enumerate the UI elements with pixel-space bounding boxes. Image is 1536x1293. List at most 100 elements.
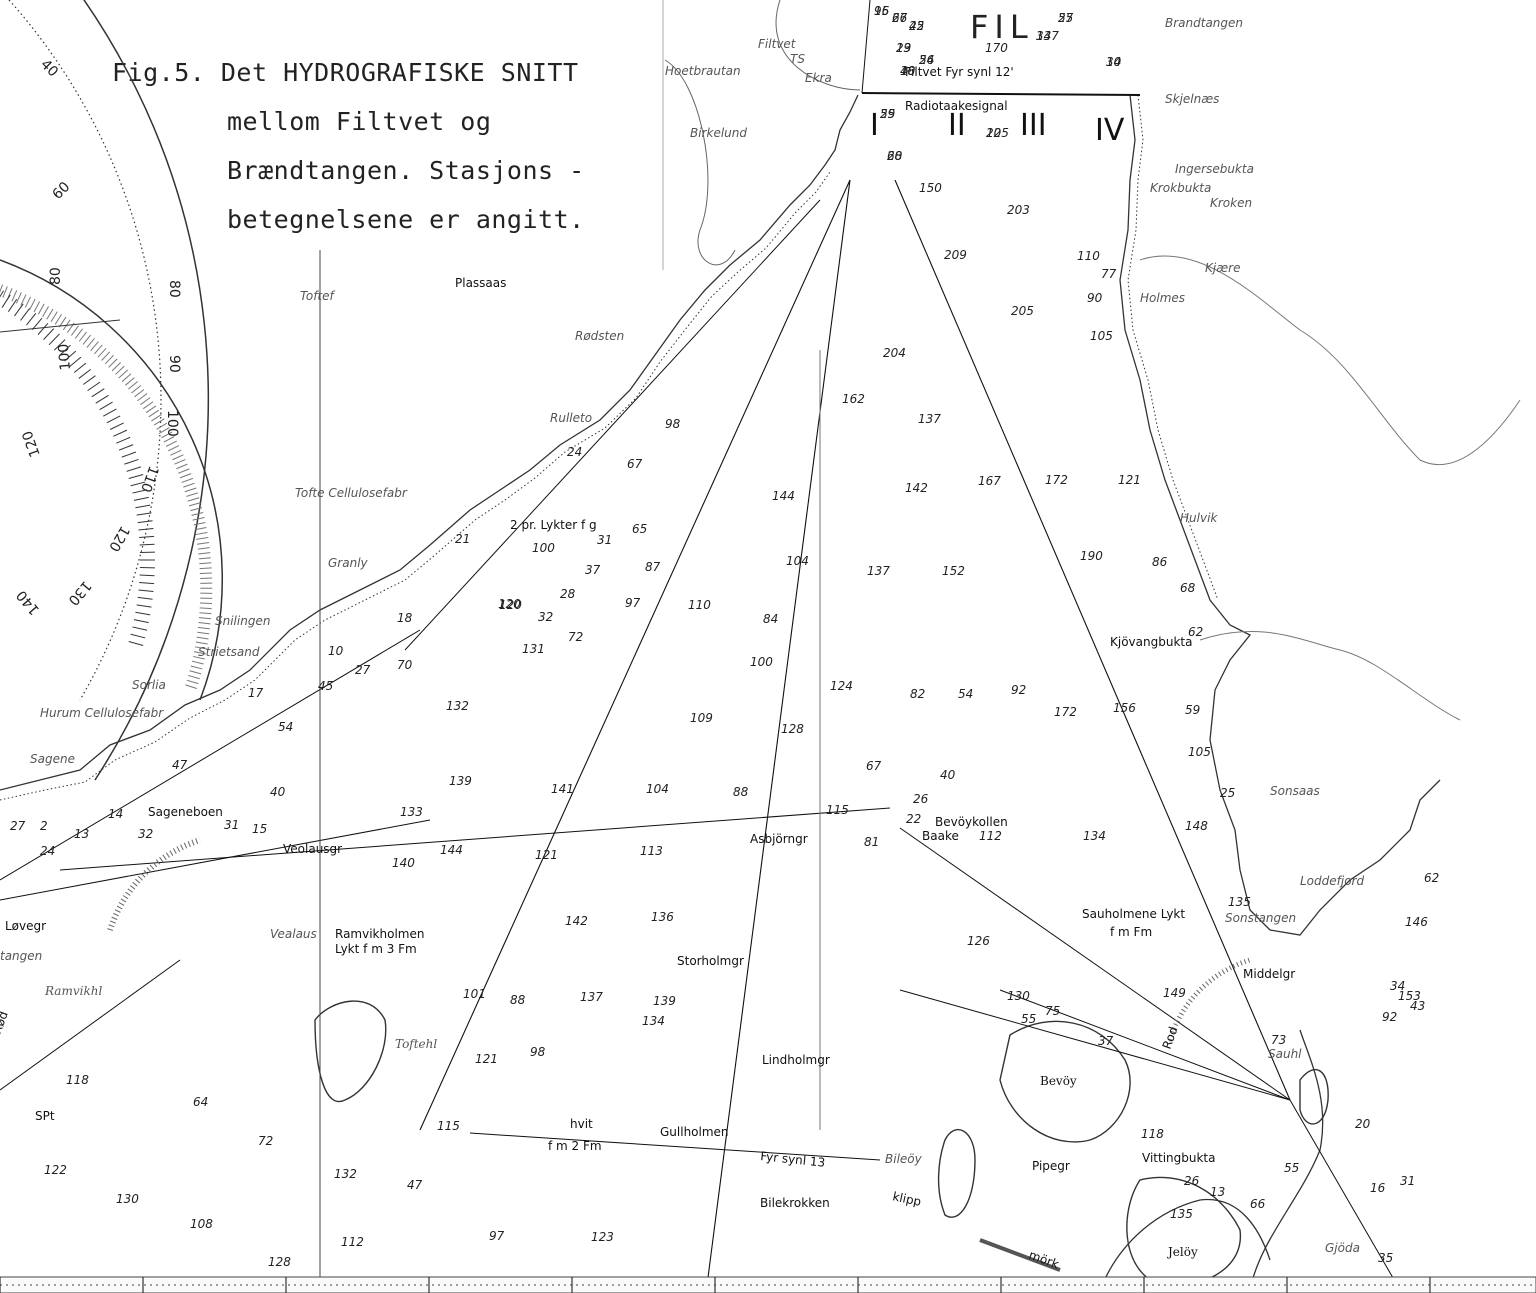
depth-sounding: 13 <box>1210 1185 1225 1199</box>
depth-sounding: 40 <box>900 64 916 78</box>
depth-sounding: 28 <box>560 587 576 601</box>
depth-sounding: 37 <box>585 563 601 577</box>
compass-inner-label: 110 <box>137 464 161 495</box>
depth-sounding: 105 <box>1090 329 1113 343</box>
depth-sounding: 113 <box>640 844 663 858</box>
place-ramvik-lykt: Lykt f m 3 Fm <box>335 942 417 956</box>
place-birkelund: Birkelund <box>690 126 747 140</box>
depth-sounding: 18 <box>397 611 413 625</box>
place-pipegr: Pipegr <box>1032 1159 1070 1173</box>
depth-sounding: 115 <box>437 1119 460 1133</box>
depth-sounding: 92 <box>1382 1010 1397 1024</box>
compass-rose <box>0 0 224 781</box>
depth-sounding: 19 <box>896 41 911 55</box>
depth-sounding: 23 <box>896 41 911 55</box>
place-filtvet-fyr: Filtvet Fyr synl 12' <box>905 65 1014 79</box>
compass-inner-label: 120 <box>105 523 132 554</box>
station-iv: IV <box>1095 113 1125 148</box>
depth-sounding: 22 <box>906 812 921 826</box>
place-tangen: tangen <box>0 949 42 963</box>
place-bevoy: Bevöy <box>1040 1074 1077 1088</box>
depth-sounding: 137 <box>1036 29 1059 43</box>
light-mork-1: mörk <box>1027 1248 1061 1272</box>
place-bevoykollen: Bevöykollen <box>935 815 1008 829</box>
depth-sounding: 30 <box>1106 55 1122 69</box>
depth-sounding: 205 <box>1011 304 1034 318</box>
place-asbjorngr: Asbjörngr <box>750 832 808 846</box>
depth-sounding: 124 <box>830 679 853 693</box>
place-skjelnes: Skjelnæs <box>1165 92 1219 106</box>
depth-sounding: 118 <box>66 1073 89 1087</box>
depth-sounding: 128 <box>268 1255 291 1269</box>
sauhl-island <box>1299 1068 1329 1125</box>
depth-sounding: 20 <box>1355 1117 1371 1131</box>
place-sagene: Sagene <box>30 752 75 766</box>
depth-sounding: 150 <box>919 181 942 195</box>
depth-sounding: 142 <box>565 914 588 928</box>
section-lines <box>0 0 1401 1293</box>
depth-sounding: 100 <box>750 655 773 669</box>
depth-sounding: 64 <box>193 1095 208 1109</box>
place-kjaere: Kjære <box>1205 261 1240 275</box>
depth-sounding: 12 <box>986 126 1001 140</box>
depth-sounding: 112 <box>341 1235 364 1249</box>
caption-line-1: Fig.5. Det HYDROGRAFISKE SNITT <box>112 58 579 87</box>
place-plassaas: Plassaas <box>455 276 506 290</box>
depth-sounding: 97 <box>489 1229 505 1243</box>
islands <box>314 1000 1329 1287</box>
depth-sounding: 27 <box>355 663 371 677</box>
place-rodsten: Rødsten <box>575 329 624 343</box>
depth-sounding: 135 <box>1228 895 1251 909</box>
depth-sounding: 17 <box>248 686 264 700</box>
depth-sounding: 130 <box>116 1192 139 1206</box>
place-storholmgr: Storholmgr <box>677 954 744 968</box>
light-fmfm-1: f m Fm <box>1110 925 1152 939</box>
bottom-scale-bar <box>0 1276 1536 1293</box>
place-toftehl: Toftehl <box>395 1037 437 1051</box>
depth-sounding: 62 <box>1188 625 1203 639</box>
depth-sounding: 137 <box>580 990 603 1004</box>
depth-sounding: 22 <box>909 19 924 33</box>
depth-sounding: 68 <box>1180 581 1196 595</box>
depth-sounding: 101 <box>463 987 486 1001</box>
depth-sounding: 59 <box>880 107 895 121</box>
depth-sounding: 109 <box>690 711 713 725</box>
depth-sounding: 14 <box>108 807 123 821</box>
depth-sounding: 139 <box>449 774 472 788</box>
depth-sounding: 45 <box>909 19 924 33</box>
depth-sounding: 110 <box>1077 249 1100 263</box>
place-hurum-cellulosefabr: Hurum Cellulosefabr <box>40 706 164 720</box>
depth-sounding: 156 <box>1113 701 1136 715</box>
fil-header: FIL <box>970 8 1034 46</box>
place-veolausgr: Veolausgr <box>283 842 342 856</box>
depth-sounding: 190 <box>1080 549 1103 563</box>
place-lykter: 2 pr. Lykter f g <box>510 518 597 532</box>
depth-sounding: 31 <box>224 818 239 832</box>
place-krokbukta: Krokbukta <box>1150 181 1211 195</box>
compass-outer-label: 140 <box>14 587 43 618</box>
depth-sounding: 139 <box>653 994 676 1008</box>
place-lindholmgr: Lindholmgr <box>762 1053 830 1067</box>
toftehl-island <box>314 1000 387 1103</box>
depth-sounding: 204 <box>883 346 906 360</box>
place-gullholmen: Gullholmen <box>660 1125 729 1139</box>
depth-sounding: 108 <box>190 1217 213 1231</box>
depth-sounding: 84 <box>763 612 778 626</box>
east-coastline <box>1099 94 1521 1291</box>
depth-sounding: 54 <box>958 687 973 701</box>
depth-sounding: 88 <box>510 993 526 1007</box>
depth-sounding: 141 <box>551 782 574 796</box>
depth-sounding: 126 <box>967 934 990 948</box>
depth-sounding: 88 <box>733 785 749 799</box>
depth-sounding: 75 <box>1045 1004 1060 1018</box>
depth-sounding: 140 <box>392 856 415 870</box>
depth-sounding: 13 <box>74 827 89 841</box>
depth-sounding: 77 <box>1101 267 1117 281</box>
depth-sounding: 16 <box>1370 1181 1386 1195</box>
depth-sounding: 32 <box>138 827 153 841</box>
bileoy-island <box>937 1128 976 1218</box>
depth-sounding: 135 <box>1170 1207 1193 1221</box>
place-sonsaas: Sonsaas <box>1270 784 1320 798</box>
place-sauholmene-lykt: Sauholmene Lykt <box>1082 907 1185 921</box>
